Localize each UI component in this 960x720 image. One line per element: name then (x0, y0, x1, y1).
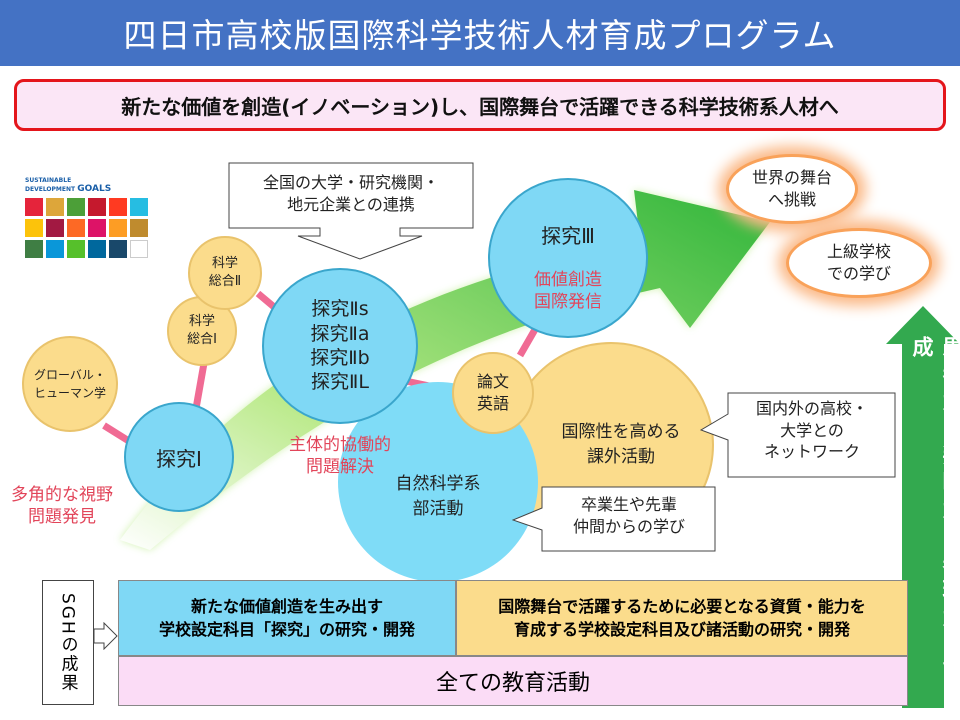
side-arrow-text: 思考力・判断力・表現力の育成 (910, 336, 960, 687)
page-title: 四日市高校版国際科学技術人材育成プログラム (0, 0, 960, 66)
collab-line1: 全国の大学・研究機関・ (262, 173, 439, 192)
collab-callout: 全国の大学・研究機関・ 地元企業との連携 (228, 162, 474, 260)
sgh-arrow-icon (94, 622, 118, 650)
callout-network: 国内外の高校・ 大学との ネットワーク (700, 392, 896, 478)
slogan-banner: 新たな価値を創造(イノベーション)し、国際舞台で活躍できる科学技術系人材へ (14, 79, 946, 131)
node-tankyu1: 探究Ⅰ (124, 402, 234, 512)
node-tankyu2: 探究Ⅱs 探究Ⅱa 探究Ⅱb 探究ⅡL (262, 268, 418, 424)
node-global-human: グローバル・ ヒューマン学 (22, 336, 118, 432)
sgh-box: SGHの成果 (42, 580, 94, 705)
label-kachi: 価値創造国際発信 (534, 270, 602, 313)
sdg-logo: SUSTAINABLE DEVELOPMENT GOALS (25, 177, 157, 278)
sdg-title: SUSTAINABLE DEVELOPMENT GOALS (25, 177, 112, 194)
bottom-shishitsu-block: 国際舞台で活躍するために必要となる資質・能力を 育成する学校設定科目及び諸活動の… (456, 580, 908, 656)
node-tankyu3: 探究Ⅲ 価値創造国際発信 (488, 178, 648, 338)
collab-line2: 地元企業との連携 (287, 195, 415, 215)
goal-sekai: 世界の舞台 へ挑戦 (726, 154, 858, 224)
bottom-tankyu-block: 新たな価値創造を生み出す 学校設定科目「探究」の研究・開発 (118, 580, 456, 656)
node-ronbun: 論文 英語 (452, 352, 534, 434)
callout-senpai: 卒業生や先輩 仲間からの学び (512, 486, 716, 552)
bottom-all-activities: 全ての教育活動 (118, 656, 908, 706)
goal-jokyu: 上級学校 での学び (786, 228, 932, 298)
label-shutaiteki: 主体的協働的問題解決 (289, 435, 391, 478)
node-kagaku2: 科学 総合Ⅱ (188, 236, 262, 310)
sdg-icon-grid (25, 198, 157, 259)
label-tamenteki: 多角的な視野問題発見 (11, 485, 113, 528)
